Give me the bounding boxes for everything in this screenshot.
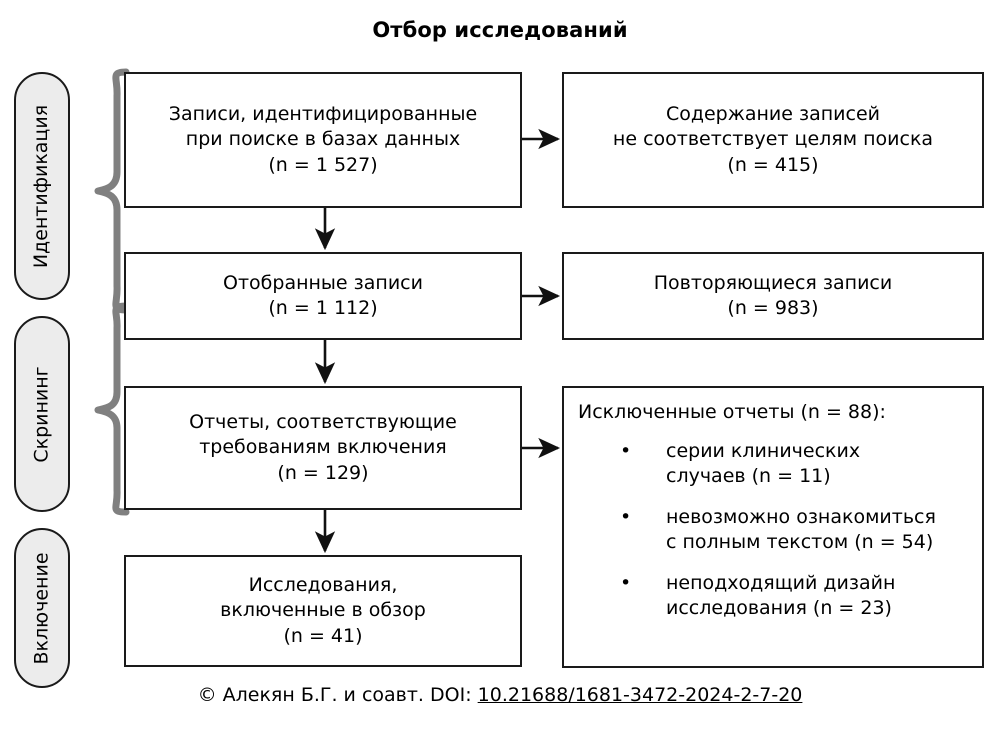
box-count: (n = 415) <box>727 153 819 176</box>
box-line: Отобранные записи <box>223 271 423 294</box>
box-line: включенные в обзор <box>220 599 426 622</box>
phase-label-screening-text: Скрининг <box>30 365 53 463</box>
box-studies-included: Исследования, включенные в обзор (n = 41… <box>124 555 522 667</box>
box-line: Исследования, <box>248 574 398 597</box>
list-item-line: исследования (n = 23) <box>666 597 892 620</box>
phase-label-screening: Скрининг <box>14 316 70 512</box>
box-line: Повторяющиеся записи <box>653 271 893 294</box>
list-item: • неподходящий дизайн исследования (n = … <box>578 571 970 621</box>
list-item: • серии клинических случаев (n = 11) <box>578 439 970 489</box>
box-count: (n = 983) <box>727 297 819 319</box>
list-item: • невозможно ознакомиться с полным текст… <box>578 505 970 555</box>
box-records-identified: Записи, идентифицированные при поиске в … <box>124 72 522 208</box>
box-records-duplicates: Повторяющиеся записи (n = 983) <box>562 252 984 340</box>
phase-label-inclusion: Включение <box>14 528 70 688</box>
box-line: Отчеты, соответствующие <box>189 411 457 434</box>
list-item-line: неподходящий дизайн <box>666 572 896 595</box>
doi-link[interactable]: 10.21688/1681-3472-2024-2-7-20 <box>477 684 803 706</box>
box-records-screened: Отобранные записи (n = 1 112) <box>124 252 522 340</box>
list-item-line: невозможно ознакомиться <box>666 506 936 529</box>
box-line: при поиске в базах данных <box>185 128 461 151</box>
list-item-line: случаев (n = 11) <box>666 465 831 488</box>
footer-copyright: © Алекян Б.Г. и соавт. DOI: 10.21688/168… <box>0 684 1000 706</box>
box-line: требованиям включения <box>199 436 447 459</box>
box-count: (n = 41) <box>283 624 363 647</box>
list-item-line: с полным текстом (n = 54) <box>666 531 934 554</box>
box-line: Содержание записей <box>665 103 881 126</box>
excluded-heading: Исключенные отчеты (n = 88): <box>578 401 886 423</box>
brace-identification <box>94 68 130 314</box>
box-reports-eligible: Отчеты, соответствующие требованиям вклю… <box>124 386 522 510</box>
excluded-reasons-list: • серии клинических случаев (n = 11) • н… <box>578 439 970 621</box>
box-reports-excluded: Исключенные отчеты (n = 88): • серии кли… <box>562 386 984 668</box>
phase-label-inclusion-text: Включение <box>30 551 53 665</box>
bullet-icon: • <box>620 440 632 463</box>
page-title: Отбор исследований <box>372 18 628 42</box>
bullet-icon: • <box>620 506 632 529</box>
box-count: (n = 129) <box>277 461 369 484</box>
box-records-irrelevant: Содержание записей не соответствует целя… <box>562 72 984 208</box>
phase-label-identification-text: Идентификация <box>30 104 53 268</box>
box-line: Записи, идентифицированные <box>168 103 478 126</box>
footer-prefix: © Алекян Б.Г. и соавт. DOI: <box>197 684 478 706</box>
box-count: (n = 1 527) <box>268 153 378 176</box>
box-count: (n = 1 112) <box>268 297 378 319</box>
brace-screening <box>94 302 130 516</box>
box-line: не соответствует целям поиска <box>612 128 934 151</box>
bullet-icon: • <box>620 572 632 595</box>
phase-label-identification: Идентификация <box>14 72 70 300</box>
list-item-line: серии клинических <box>666 440 861 463</box>
